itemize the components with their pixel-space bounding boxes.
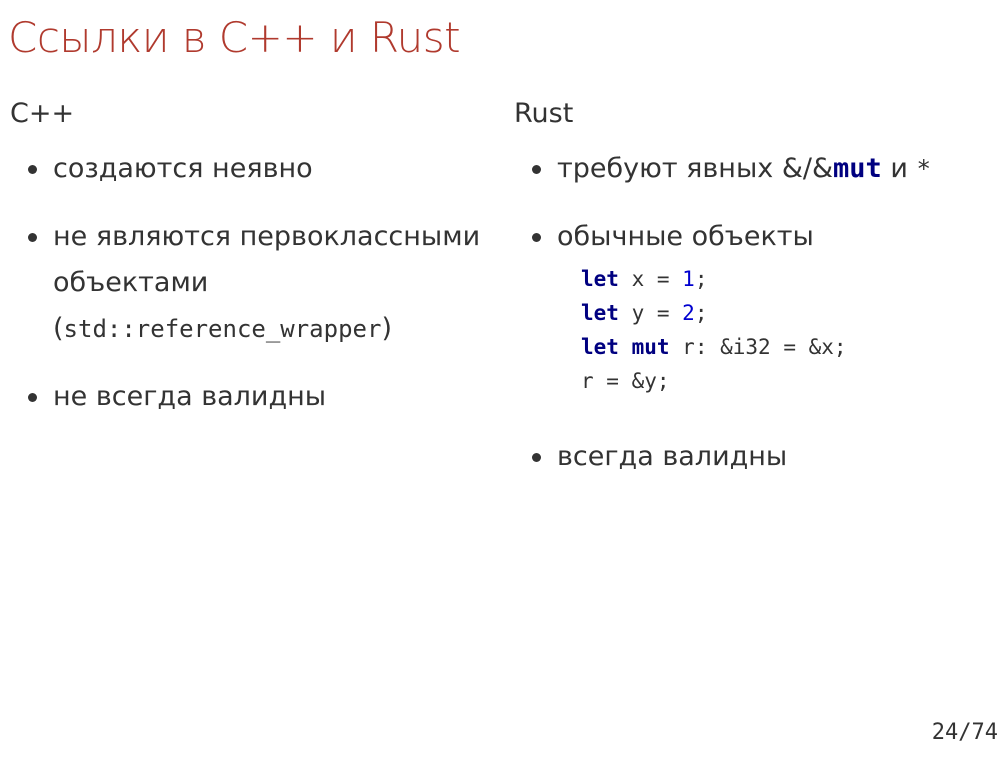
code-line: let x = 1;	[581, 267, 707, 291]
list-item-text: требуют явных &/&	[557, 153, 834, 184]
code-block: let x = 1; let y = 2; let mut r: &i32 = …	[581, 262, 994, 398]
rust-heading: Rust	[514, 98, 574, 129]
rust-list-continued: всегда валидны	[514, 434, 994, 480]
code-number: 2	[682, 301, 695, 325]
bullet-icon	[532, 233, 541, 242]
list-item-text: всегда валидны	[557, 441, 788, 472]
cpp-heading: C++	[10, 98, 75, 129]
list-item-text: не всегда валидны	[53, 381, 327, 412]
bullet-icon	[532, 453, 541, 462]
code-line: let y = 2;	[581, 301, 707, 325]
list-item: обычные объекты	[514, 214, 994, 260]
code-text: x =	[618, 267, 683, 291]
code-text: ;	[694, 267, 708, 291]
inline-code: *	[916, 155, 931, 183]
cpp-column: C++ создаются неявно не являются первокл…	[10, 96, 500, 442]
keyword-let: let	[581, 301, 619, 325]
code-line: let mut r: &i32 = &x;	[581, 335, 847, 359]
rust-list: требуют явных &/&mut и * обычные объекты	[514, 146, 994, 260]
paren-open: (	[53, 313, 64, 344]
list-item: всегда валидны	[514, 434, 994, 480]
keyword-let: let	[581, 267, 619, 291]
bullet-icon	[28, 393, 37, 402]
inline-code: std::reference_wrapper	[63, 315, 382, 343]
code-text: r: &i32 = &x;	[669, 335, 847, 359]
bullet-icon	[532, 165, 541, 174]
list-item: требуют явных &/&mut и *	[514, 146, 994, 192]
list-item: создаются неявно	[10, 146, 500, 192]
bullet-icon	[28, 165, 37, 174]
paren-close: )	[381, 313, 392, 344]
keyword-let: let	[581, 335, 619, 359]
list-item-text: создаются неявно	[53, 153, 313, 184]
list-item-text: и	[881, 153, 917, 184]
code-line: r = &y;	[581, 369, 670, 393]
keyword-mut: mut	[833, 153, 882, 184]
slide-title: Ссылки в C++ и Rust	[8, 13, 461, 62]
rust-column: Rust требуют явных &/&mut и * обычные об…	[514, 96, 994, 502]
list-item-text: не являются первоклассными объектами	[53, 221, 481, 298]
page-number: 24/74	[931, 720, 998, 745]
code-text: y =	[618, 301, 683, 325]
cpp-list: создаются неявно не являются первоклассн…	[10, 146, 500, 420]
list-item: не являются первоклассными объектами (st…	[10, 214, 500, 352]
code-number: 1	[682, 267, 695, 291]
code-text: ;	[694, 301, 708, 325]
list-item: не всегда валидны	[10, 374, 500, 420]
list-item-text: обычные объекты	[557, 221, 814, 252]
code-text	[619, 335, 632, 359]
bullet-icon	[28, 233, 37, 242]
keyword-mut: mut	[631, 335, 670, 359]
